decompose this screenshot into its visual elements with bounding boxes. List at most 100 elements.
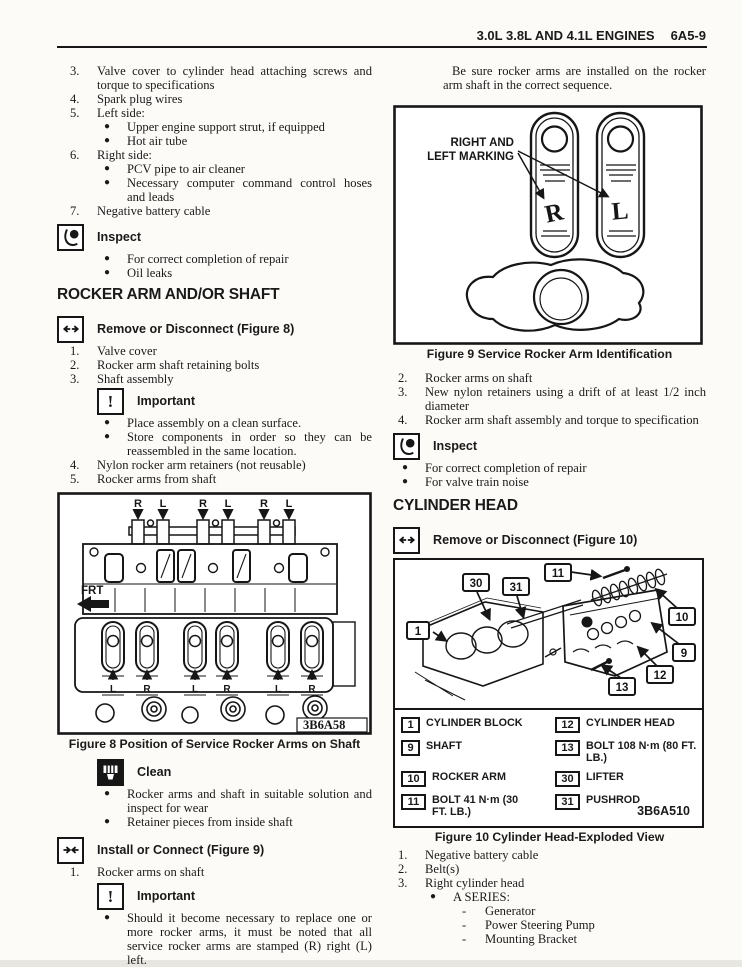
- frt-label: FRT: [81, 585, 103, 597]
- rocker-mark: R: [223, 684, 231, 695]
- legend-text: BOLT 41 N·m (30 FT. LB.): [432, 794, 519, 818]
- item-number: 4.: [70, 458, 80, 472]
- item-text: Right cylinder head: [425, 876, 525, 890]
- install-connect-row: Install or Connect (Figure 9): [57, 835, 372, 865]
- bullet-item: ● For correct completion of repair: [57, 252, 372, 266]
- list-item: 7. Negative battery cable: [57, 204, 372, 218]
- list-item: 6. Right side:: [57, 148, 372, 162]
- item-number: 4.: [398, 413, 408, 427]
- list-item: 4. Nylon rocker arm retainers (not reusa…: [57, 458, 372, 472]
- clean-row: Clean: [57, 757, 372, 787]
- legend-number: 10: [401, 771, 426, 787]
- header-rule: [57, 46, 707, 48]
- bullet-glyph: ●: [104, 177, 111, 188]
- rocker-mark: L: [160, 498, 167, 510]
- figure-8-drawing: R L R L R L: [57, 492, 372, 735]
- callout-label: 13: [616, 682, 629, 694]
- item-text: Shaft assembly: [97, 372, 174, 386]
- inspect-row: Inspect: [393, 431, 706, 461]
- legend-item: 30 LIFTER: [555, 771, 698, 787]
- bullet-glyph: ●: [402, 462, 409, 473]
- item-number: 4.: [70, 92, 80, 106]
- list-item: 3. Right cylinder head: [393, 876, 706, 890]
- bullet-item: ● Should it become necessary to replace …: [57, 911, 372, 967]
- bullet-glyph: ●: [402, 476, 409, 487]
- legend-number: 1: [401, 717, 420, 733]
- inspect-label: Inspect: [97, 230, 142, 244]
- figure-annotation: LEFT MARKING: [427, 151, 514, 163]
- important-row: ! Important: [57, 386, 372, 416]
- mark-letter: L: [611, 197, 630, 225]
- item-text: Left side:: [97, 106, 145, 120]
- list-item: 5. Rocker arms from shaft: [57, 472, 372, 486]
- legend-text: BOLT 108 N·m (80 FT. LB.): [586, 740, 697, 764]
- item-text: Rocker arms on shaft: [425, 371, 533, 385]
- rocker-mark: L: [110, 684, 116, 695]
- bullet-text: Rocker arms and shaft in suitable soluti…: [127, 787, 372, 815]
- item-number: 1.: [70, 344, 80, 358]
- remove-disconnect-icon: [393, 526, 420, 554]
- legend-number: 11: [401, 794, 426, 810]
- bullet-glyph: ●: [104, 816, 111, 827]
- figure-10-caption: Figure 10 Cylinder Head-Exploded View: [434, 830, 665, 844]
- important-icon: !: [97, 387, 124, 415]
- bullet-text: For valve train noise: [425, 475, 529, 489]
- list-item: 1. Rocker arms on shaft: [57, 865, 372, 879]
- bullet-text: PCV pipe to air cleaner: [127, 162, 245, 176]
- legend-text: CYLINDER HEAD: [586, 717, 675, 729]
- page-header: 3.0L 3.8L AND 4.1L ENGINES 6A5-9: [477, 29, 706, 43]
- item-text: Right side:: [97, 148, 152, 162]
- item-text: Valve cover to cylinder head attaching s…: [97, 64, 372, 92]
- inspect-row: Inspect: [57, 222, 372, 252]
- important-label: Important: [137, 394, 196, 408]
- figure-10-drawing: 11 30 31 1 10 9 12 13: [395, 560, 701, 708]
- item-number: 6.: [70, 148, 80, 162]
- item-text: Negative battery cable: [97, 204, 211, 218]
- legend-item: 9 SHAFT: [401, 740, 551, 764]
- frt-arrow: [77, 596, 109, 612]
- legend-number: 30: [555, 771, 580, 787]
- remove-disconnect-row: Remove or Disconnect (Figure 10): [393, 525, 706, 555]
- item-number: 2.: [398, 371, 408, 385]
- legend-text: ROCKER ARM: [432, 771, 506, 783]
- inspect-icon: [57, 223, 84, 251]
- dash-glyph: -: [462, 904, 467, 918]
- page-number: 6A5-9: [670, 28, 706, 43]
- bullet-glyph: ●: [104, 788, 111, 799]
- bullet-item: ● Place assembly on a clean surface.: [57, 416, 372, 430]
- install-connect-label: Install or Connect (Figure 9): [97, 843, 265, 857]
- figure-code: 3B6A510: [637, 804, 690, 818]
- clean-icon: [97, 758, 124, 786]
- bullet-glyph: ●: [430, 891, 437, 902]
- bullet-item: ● Oil leaks: [57, 266, 372, 280]
- legend-item: 31 PUSHROD: [555, 794, 698, 818]
- list-item: 3. Shaft assembly: [57, 372, 372, 386]
- bullet-glyph: ●: [104, 121, 111, 132]
- figure-8: R L R L R L: [57, 492, 372, 751]
- remove-disconnect-label: Remove or Disconnect (Figure 8): [97, 322, 295, 336]
- list-item: 2. Rocker arm shaft retaining bolts: [57, 358, 372, 372]
- item-number: 2.: [398, 862, 408, 876]
- list-item: 4. Spark plug wires: [57, 92, 372, 106]
- figure-10: 11 30 31 1 10 9 12 13 1 CYLINDER BLOCK: [393, 558, 706, 844]
- bullet-text: Store components in order so they can be…: [127, 430, 372, 458]
- dash-text: Generator: [485, 904, 536, 918]
- legend-item: 11 BOLT 41 N·m (30 FT. LB.): [401, 794, 551, 818]
- legend-item: 12 CYLINDER HEAD: [555, 717, 698, 733]
- bullet-item: ● PCV pipe to air cleaner: [57, 162, 372, 176]
- bullet-text: Hot air tube: [127, 134, 188, 148]
- bullet-text: A SERIES:: [453, 890, 511, 904]
- section-heading: ROCKER ARM AND/OR SHAFT: [57, 286, 280, 303]
- dash-glyph: -: [462, 932, 467, 946]
- bullet-item: ● Rocker arms and shaft in suitable solu…: [57, 787, 372, 815]
- dash-glyph: -: [462, 918, 467, 932]
- section-heading: CYLINDER HEAD: [393, 497, 518, 514]
- callout-label: 31: [510, 582, 523, 594]
- item-number: 5.: [70, 106, 80, 120]
- bullet-item: ● Store components in order so they can …: [57, 430, 372, 458]
- item-text: Rocker arms on shaft: [97, 865, 205, 879]
- bullet-item: ● Upper engine support strut, if equippe…: [57, 120, 372, 134]
- callout-label: 9: [681, 648, 687, 660]
- list-item: 4. Rocker arm shaft assembly and torque …: [393, 413, 706, 427]
